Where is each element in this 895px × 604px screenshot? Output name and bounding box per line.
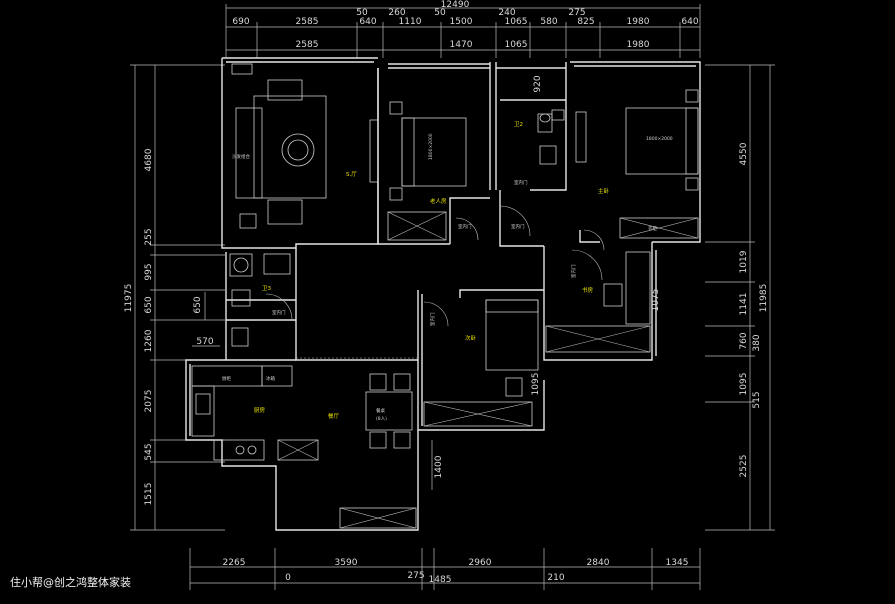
dim-label: 210	[547, 573, 564, 583]
dim-label: 1980	[627, 40, 650, 50]
room-bath3: 卫3	[262, 285, 272, 292]
dim-label: 1485	[429, 575, 452, 585]
dim-label: 1019	[739, 250, 749, 273]
dim-label: 1141	[739, 293, 749, 316]
dim-label: 50	[434, 8, 446, 18]
fridge-label: 冰箱	[266, 375, 275, 382]
living-room-furniture: 沙发组合	[231, 63, 379, 229]
right-dimension-lines	[705, 64, 775, 531]
door-label: 室内门	[458, 223, 472, 230]
dim-right-total: 11985	[759, 284, 769, 313]
dim-label: 995	[144, 263, 154, 280]
dim-label: 545	[144, 443, 154, 460]
dim-inner-1095: 1095	[531, 373, 541, 396]
room-master: 主卧	[598, 187, 610, 195]
dim-label: 3590	[335, 558, 358, 568]
dining-furniture	[296, 357, 418, 529]
dim-label: 640	[359, 17, 376, 27]
room-dining: 餐厅	[328, 412, 340, 420]
dim-label: 2585	[296, 17, 319, 27]
bath2-fixtures	[537, 109, 565, 165]
dim-label: 1515	[144, 483, 154, 506]
dim-inner-920: 920	[533, 75, 543, 92]
dim-label: 515	[752, 391, 762, 408]
dim-top-total: 12490	[441, 0, 470, 10]
door-label: 室内门	[514, 179, 528, 186]
dim-label: 260	[388, 8, 405, 18]
elder-bedroom-furniture: 1800×2000	[387, 101, 467, 241]
dim-label: 825	[577, 17, 594, 27]
dining-table-sub: (8人)	[376, 416, 387, 422]
dim-label: 690	[232, 17, 249, 27]
dim-label: 1345	[666, 558, 689, 568]
dim-label: 1065	[505, 17, 528, 27]
master-bedroom-furniture: 1800×2000 衣柜	[575, 89, 699, 239]
room-study: 书房	[582, 286, 594, 294]
dim-top-row1: 690 2585 50 640 1110 50 1500 1065 580 27…	[232, 8, 698, 27]
door-label: 室内门	[570, 264, 577, 278]
dim-label: 240	[498, 8, 515, 18]
dim-label: 275	[568, 8, 585, 18]
sofa-label: 沙发组合	[232, 153, 250, 160]
dim-top-row2: 2585 1470 1065 1980	[296, 40, 650, 50]
dim-label: 1470	[450, 40, 473, 50]
dim-label: 2585	[296, 40, 319, 50]
dim-inner-1400: 1400	[434, 455, 444, 478]
bed-label-master: 1800×2000	[646, 136, 673, 142]
room-kitchen: 厨房	[254, 406, 266, 414]
second-bedroom-furniture	[423, 299, 539, 427]
study-furniture	[545, 249, 651, 353]
kitchen-fixtures: 厨柜 冰箱	[191, 365, 319, 461]
door-label: 室内门	[272, 309, 286, 316]
dining-table-label: 餐桌	[376, 407, 385, 414]
door-swings	[455, 205, 605, 251]
dim-label: 2960	[469, 558, 492, 568]
room-second: 次卧	[465, 334, 477, 342]
dim-label: 640	[681, 17, 698, 27]
wardrobe-label: 衣柜	[648, 225, 657, 232]
dim-label: 1980	[627, 17, 650, 27]
dim-label: 2075	[144, 390, 154, 413]
dim-label: 380	[752, 334, 762, 351]
dim-label: 580	[540, 17, 557, 27]
bottom-dimension-lines	[189, 548, 701, 590]
dim-left-inner-650: 650	[193, 296, 203, 313]
door-label: 室内门	[511, 223, 525, 230]
dim-label: 1260	[144, 329, 154, 352]
dim-label: 50	[356, 8, 368, 18]
dim-label: 4550	[739, 142, 749, 165]
room-elder-bedroom: 老人房	[430, 197, 447, 205]
dim-label: 650	[144, 296, 154, 313]
dim-label: 2525	[739, 455, 749, 478]
room-bath2: 卫2	[514, 121, 523, 128]
kitchen-counter-label: 厨柜	[222, 375, 231, 382]
watermark-text: 住小帮@创之鸿整体家装	[10, 576, 131, 589]
bath3-fixtures	[229, 253, 293, 347]
dim-left-segments: 4680 255 995 650 1260 2075 545 1515	[144, 148, 154, 505]
dim-label: 4680	[144, 148, 154, 171]
dim-bottom-row2: 0 275 1485 210	[285, 571, 565, 585]
door-label: 室内门	[429, 312, 436, 326]
dim-label: 760	[739, 332, 749, 349]
dim-label: 255	[144, 228, 154, 245]
dim-inner-1075: 1075	[651, 289, 661, 312]
dim-label: 1065	[505, 40, 528, 50]
dim-left-total: 11975	[124, 284, 134, 313]
dim-label: 0	[285, 573, 291, 583]
bed-label-elder: 1800×2000	[428, 133, 434, 160]
room-living-tag: S.厅	[346, 171, 357, 178]
dim-label: 2840	[587, 558, 610, 568]
dim-label: 2265	[223, 558, 246, 568]
dim-label: 1095	[739, 373, 749, 396]
dim-label: 1500	[450, 17, 473, 27]
dim-bottom-row1: 2265 3590 2960 2840 1345	[223, 558, 689, 568]
dim-label: 275	[407, 571, 424, 581]
walls	[185, 57, 701, 531]
dim-label: 1110	[399, 17, 422, 27]
dim-left-inner-570: 570	[196, 337, 213, 347]
top-dimension-lines	[225, 4, 701, 58]
dim-right-segments: 4550 1019 1141 760 1095 2525 380 515	[739, 142, 762, 477]
